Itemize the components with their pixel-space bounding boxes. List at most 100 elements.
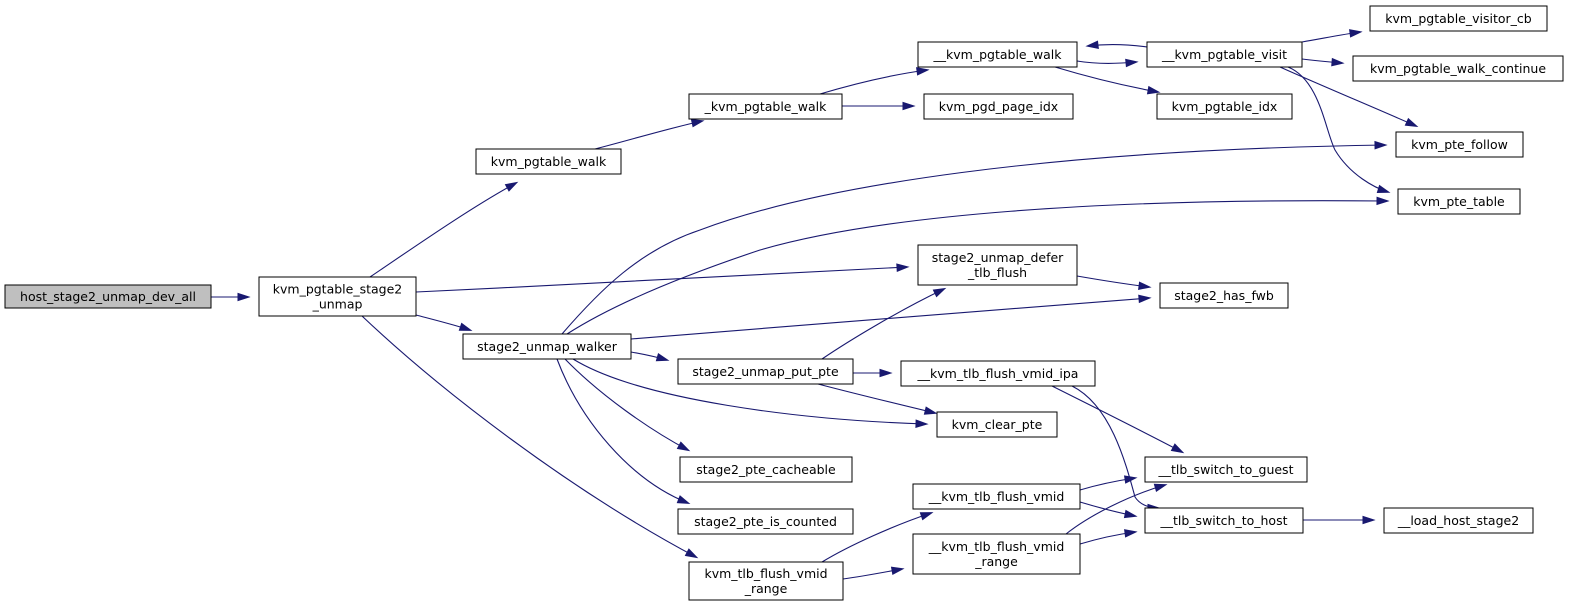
arrow-head-icon (676, 495, 691, 504)
arrow-head-icon (1123, 509, 1138, 519)
node-box[interactable] (917, 41, 1078, 68)
node-box[interactable] (679, 456, 853, 483)
node-label: host_stage2_unmap_dev_all (20, 289, 196, 304)
node-label: kvm_pte_table (1413, 194, 1505, 209)
arrow-head-icon (690, 119, 705, 128)
edge-stage2_unmap_walker-to-stage2_unmap_put_pte (630, 351, 670, 362)
node-box[interactable] (677, 358, 854, 385)
node-kvm_pgd_page_idx[interactable]: kvm_pgd_page_idx (923, 93, 1074, 120)
node-stage2_pte_cacheable[interactable]: stage2_pte_cacheable (679, 456, 853, 483)
edge-__kvm_tlb_flush_vmid_ipa-to-__tlb_switch_to_host (1071, 385, 1161, 513)
edge-__kvm_pgtable_walk-to-kvm_pgtable_idx (1054, 66, 1161, 95)
node-label: _range (744, 581, 788, 596)
node-kvm_pgtable_idx[interactable]: kvm_pgtable_idx (1156, 93, 1293, 120)
node-__tlb_switch_to_guest[interactable]: __tlb_switch_to_guest (1144, 456, 1308, 483)
node-label: __kvm_pgtable_walk (933, 47, 1063, 62)
node-box[interactable] (677, 508, 854, 535)
node-_kvm_pgtable_walk[interactable]: _kvm_pgtable_walk (688, 93, 843, 120)
edge-line (630, 297, 1150, 340)
arrow-head-icon (915, 419, 929, 428)
node-box[interactable] (936, 411, 1058, 438)
arrow-head-icon (504, 181, 519, 192)
edge-stage2_unmap_walker-to-stage2_pte_cacheable (564, 358, 691, 452)
node-__kvm_tlb_flush_vmid_range[interactable]: __kvm_tlb_flush_vmid_range (912, 533, 1081, 575)
node-__kvm_tlb_flush_vmid_ipa[interactable]: __kvm_tlb_flush_vmid_ipa (900, 360, 1096, 387)
node-box[interactable] (1397, 188, 1521, 215)
node-kvm_pgtable_stage2_unmap[interactable]: kvm_pgtable_stage2_unmap (258, 276, 417, 317)
arrow-head-icon (458, 322, 473, 331)
node-kvm_pgtable_visitor_cb[interactable]: kvm_pgtable_visitor_cb (1369, 5, 1548, 32)
edge-stage2_unmap_walker-to-kvm_pte_follow (561, 140, 1388, 335)
node-box[interactable] (4, 284, 212, 309)
edge-__kvm_tlb_flush_vmid-to-__tlb_switch_to_host (1079, 501, 1138, 519)
node-box[interactable] (917, 244, 1078, 286)
arrow-head-icon (879, 368, 893, 378)
node-stage2_unmap_put_pte[interactable]: stage2_unmap_put_pte (677, 358, 854, 385)
node-kvm_pgtable_walk[interactable]: kvm_pgtable_walk (475, 148, 622, 175)
edge-host_stage2_unmap_dev_all-to-kvm_pgtable_stage2_unmap (211, 292, 251, 302)
node-kvm_pte_follow[interactable]: kvm_pte_follow (1395, 131, 1524, 158)
node-box[interactable] (258, 276, 417, 317)
node-__load_host_stage2[interactable]: __load_host_stage2 (1383, 507, 1534, 534)
node-kvm_tlb_flush_vmid_range[interactable]: kvm_tlb_flush_vmid_range (688, 561, 844, 601)
node-kvm_pgtable_walk_continue[interactable]: kvm_pgtable_walk_continue (1352, 55, 1564, 82)
node-box[interactable] (923, 93, 1074, 120)
edge-line (817, 383, 936, 414)
node-label: _tlb_flush (967, 265, 1027, 280)
arrow-head-icon (1362, 515, 1376, 525)
edge-__kvm_tlb_flush_vmid-to-__tlb_switch_to_guest (1079, 475, 1138, 491)
edge-stage2_unmap_walker-to-kvm_pte_table (566, 196, 1390, 335)
edge-stage2_unmap_put_pte-to-kvm_clear_pte (817, 383, 938, 415)
node-stage2_pte_is_counted[interactable]: stage2_pte_is_counted (677, 508, 854, 535)
edge-line (821, 512, 932, 563)
node-box[interactable] (688, 561, 844, 601)
node-box[interactable] (1146, 41, 1303, 68)
node-box[interactable] (1159, 282, 1289, 309)
edge-line (369, 182, 517, 278)
node-box[interactable] (1369, 5, 1548, 32)
node-__kvm_pgtable_visit[interactable]: __kvm_pgtable_visit (1146, 41, 1303, 68)
arrow-head-icon (1138, 281, 1152, 290)
node-box[interactable] (475, 148, 622, 175)
arrow-head-icon (932, 287, 947, 298)
node-box[interactable] (688, 93, 843, 120)
edge-__kvm_pgtable_visit-to-kvm_pgtable_walk_continue (1301, 57, 1345, 67)
arrow-head-icon (919, 512, 934, 521)
node-label: __kvm_pgtable_visit (1161, 47, 1287, 62)
node-box[interactable] (1144, 507, 1304, 534)
node-box[interactable] (1395, 131, 1524, 158)
node-stage2_unmap_walker[interactable]: stage2_unmap_walker (462, 333, 632, 360)
node-__kvm_pgtable_walk[interactable]: __kvm_pgtable_walk (917, 41, 1078, 68)
node-box[interactable] (1352, 55, 1564, 82)
node-label: stage2_unmap_walker (477, 339, 618, 354)
node-host_stage2_unmap_dev_all[interactable]: host_stage2_unmap_dev_all (4, 284, 212, 309)
arrow-head-icon (1404, 117, 1419, 128)
node-kvm_pte_table[interactable]: kvm_pte_table (1397, 188, 1521, 215)
arrow-head-icon (902, 101, 916, 111)
edge-kvm_pgtable_walk-to-_kvm_pgtable_walk (594, 119, 705, 150)
node-box[interactable] (1156, 93, 1293, 120)
arrow-head-icon (1146, 85, 1161, 95)
node-box[interactable] (1383, 507, 1534, 534)
edge-__kvm_tlb_flush_vmid_ipa-to-__tlb_switch_to_guest (1051, 385, 1185, 454)
node-__tlb_switch_to_host[interactable]: __tlb_switch_to_host (1144, 507, 1304, 534)
node-label: __kvm_tlb_flush_vmid (928, 489, 1065, 504)
node-box[interactable] (912, 533, 1081, 575)
node-label: kvm_tlb_flush_vmid (704, 566, 827, 581)
node-box[interactable] (1144, 456, 1308, 483)
node-kvm_clear_pte[interactable]: kvm_clear_pte (936, 411, 1058, 438)
node-__kvm_tlb_flush_vmid[interactable]: __kvm_tlb_flush_vmid (912, 483, 1081, 510)
node-box[interactable] (900, 360, 1096, 387)
edge-line (1071, 385, 1159, 509)
node-box[interactable] (462, 333, 632, 360)
arrow-head-icon (1123, 475, 1138, 484)
node-label: stage2_has_fwb (1174, 288, 1274, 303)
node-stage2_unmap_defer_tlb_flush[interactable]: stage2_unmap_defer_tlb_flush (917, 244, 1078, 286)
node-box[interactable] (912, 483, 1081, 510)
node-label: kvm_pgtable_stage2 (273, 282, 403, 297)
node-stage2_has_fwb[interactable]: stage2_has_fwb (1159, 282, 1289, 309)
arrow-head-icon (1331, 57, 1345, 67)
node-label: kvm_pgd_page_idx (939, 99, 1058, 114)
edge-line (1051, 385, 1183, 453)
arrow-head-icon (896, 263, 910, 272)
